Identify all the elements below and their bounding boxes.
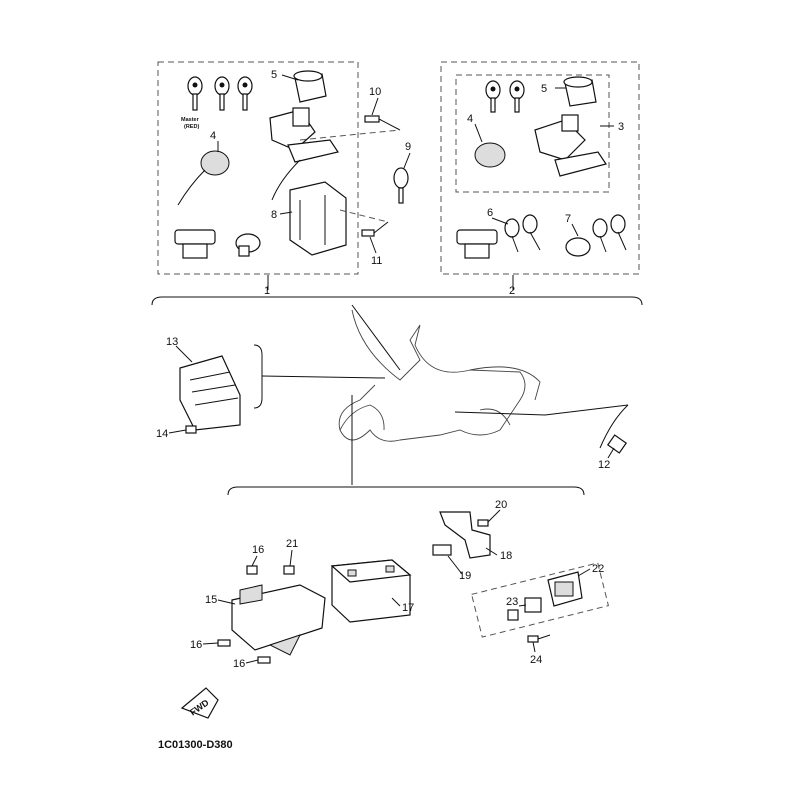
master-key-color: (RED) bbox=[184, 124, 199, 130]
fuel-cap-1 bbox=[174, 229, 216, 259]
callout-23: 23 bbox=[506, 596, 518, 608]
callout-17: 17 bbox=[402, 602, 414, 614]
bolt-10 bbox=[364, 115, 401, 131]
kit-1-box bbox=[157, 61, 359, 275]
fwd-arrow-icon: FWD bbox=[180, 687, 219, 719]
pad-19 bbox=[432, 544, 452, 556]
callout-16a: 16 bbox=[252, 544, 264, 556]
bolt-11 bbox=[361, 221, 389, 237]
lock-cap-5a bbox=[293, 70, 327, 103]
callout-10: 10 bbox=[369, 86, 381, 98]
callout-7: 7 bbox=[565, 213, 571, 225]
keys-set-2 bbox=[485, 80, 525, 113]
callout-2: 2 bbox=[509, 285, 515, 297]
callout-9: 9 bbox=[405, 141, 411, 153]
callout-6: 6 bbox=[487, 207, 493, 219]
callout-4b: 4 bbox=[467, 113, 473, 125]
callout-11: 11 bbox=[371, 255, 382, 267]
callout-3: 3 bbox=[618, 121, 624, 133]
callout-16b: 16 bbox=[190, 639, 202, 651]
left-bracket bbox=[253, 344, 263, 409]
callout-5b: 5 bbox=[541, 83, 547, 95]
battery-17 bbox=[330, 559, 412, 623]
main-switch-4b bbox=[474, 114, 607, 177]
relay-22 bbox=[547, 571, 583, 607]
bottom-bracket bbox=[227, 486, 585, 496]
rectifier-13 bbox=[179, 355, 241, 431]
keys-set-1 bbox=[187, 76, 253, 111]
igniter-15 bbox=[231, 584, 326, 656]
sensor-12 bbox=[606, 434, 628, 454]
callout-15: 15 bbox=[205, 594, 217, 606]
bolt-14 bbox=[185, 425, 197, 434]
callout-8: 8 bbox=[271, 209, 277, 221]
screw-20 bbox=[477, 519, 489, 527]
callout-12: 12 bbox=[598, 459, 610, 471]
fuel-cap-2 bbox=[456, 229, 498, 259]
callout-16c: 16 bbox=[233, 658, 245, 670]
relay-box bbox=[471, 562, 609, 638]
master-key-label: Master bbox=[181, 117, 200, 123]
callout-1: 1 bbox=[264, 285, 270, 297]
callout-20: 20 bbox=[495, 499, 507, 511]
seat-lock-1 bbox=[235, 233, 261, 257]
kit-3-box bbox=[455, 74, 610, 193]
kit-2-box bbox=[440, 61, 640, 275]
seat-lock-7 bbox=[565, 214, 627, 257]
diagram-code: 1C01300-D380 bbox=[158, 739, 233, 751]
callout-14: 14 bbox=[156, 428, 168, 440]
callout-5a: 5 bbox=[271, 69, 277, 81]
callout-21: 21 bbox=[286, 538, 298, 550]
clip-21 bbox=[283, 565, 295, 575]
bracket-18 bbox=[439, 511, 491, 559]
lock-cap-5b bbox=[563, 76, 597, 107]
key-blank-9 bbox=[393, 167, 409, 204]
callout-22: 22 bbox=[592, 563, 604, 575]
leader-lines bbox=[168, 74, 615, 664]
callout-4a: 4 bbox=[210, 130, 216, 142]
callout-13: 13 bbox=[166, 336, 178, 348]
callout-24: 24 bbox=[530, 654, 542, 666]
ecu-8 bbox=[289, 181, 347, 256]
key-set-6 bbox=[504, 214, 541, 253]
top-bracket bbox=[151, 296, 643, 306]
screw-24 bbox=[527, 634, 551, 643]
callout-18: 18 bbox=[500, 550, 512, 562]
relay-23 bbox=[507, 597, 542, 621]
motorcycle-outline bbox=[338, 309, 541, 442]
callout-19: 19 bbox=[459, 570, 471, 582]
